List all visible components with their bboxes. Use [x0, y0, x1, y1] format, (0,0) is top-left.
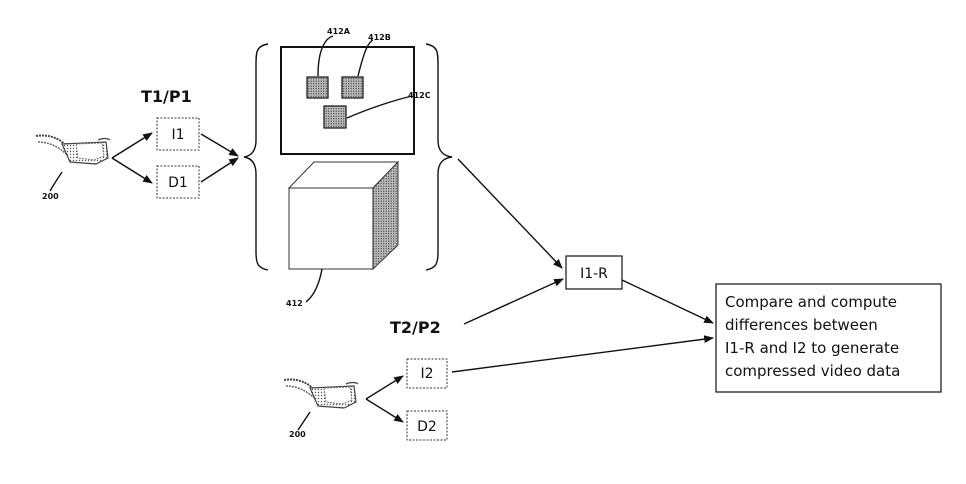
- device-label-200-bottom: 200: [289, 430, 306, 439]
- node-i2-label: I2: [420, 366, 433, 382]
- leader-200-top: [49, 171, 63, 192]
- arrow-device-to-i1: [111, 132, 153, 159]
- label-412a: 412A: [327, 27, 351, 36]
- leader-412b: [357, 39, 374, 77]
- glasses-icon-top: [35, 134, 111, 165]
- arrow-d1-to-bracket: [200, 157, 239, 183]
- node-d2-label: D2: [417, 419, 437, 435]
- node-i2: I2: [406, 358, 448, 389]
- outcome-line-1: Compare and compute: [725, 293, 897, 311]
- label-t2p2: T2/P2: [390, 318, 441, 337]
- leader-412c: [346, 95, 413, 119]
- device-label-200-top: 200: [42, 192, 59, 201]
- label-412: 412: [286, 299, 303, 308]
- region-412c: [323, 105, 347, 129]
- label-412c: 412C: [408, 91, 431, 100]
- leader-200-bottom: [297, 411, 311, 431]
- outcome-line-4: compressed video data: [725, 362, 900, 380]
- leader-412a: [317, 35, 334, 77]
- outcome-box: Compare and compute differences between …: [715, 283, 942, 393]
- image-frame: [280, 46, 415, 155]
- region-412b: [341, 76, 364, 99]
- outcome-line-3: I1-R and I2 to generate: [725, 339, 899, 357]
- arrow-i1-to-bracket: [200, 133, 239, 157]
- node-d1-label: D1: [168, 175, 188, 191]
- leader-412: [305, 268, 323, 303]
- node-i1r: I1-R: [565, 255, 623, 290]
- outcome-line-2: differences between: [725, 316, 878, 334]
- node-d1: D1: [156, 165, 200, 199]
- arrow-device-to-d2: [365, 398, 404, 423]
- arrow-i1r-to-outcome: [621, 279, 714, 324]
- node-i1r-label: I1-R: [580, 266, 608, 282]
- label-t1p1: T1/P1: [141, 87, 192, 106]
- bracket-left: [243, 43, 269, 271]
- region-412a: [306, 76, 329, 99]
- arrow-device-to-i2: [365, 375, 404, 400]
- arrow-t2p2-to-i1r: [463, 278, 564, 325]
- arrow-bracket-to-i1r: [457, 158, 563, 269]
- label-412b: 412B: [368, 33, 391, 42]
- node-i1: I1: [156, 117, 200, 151]
- node-d2: D2: [406, 410, 448, 441]
- depth-cube: [287, 160, 400, 271]
- node-i1-label: I1: [171, 127, 184, 143]
- glasses-icon-bottom: [283, 378, 359, 409]
- bracket-right: [425, 43, 453, 271]
- arrow-device-to-d1: [111, 157, 153, 184]
- arrow-i2-to-outcome: [451, 335, 714, 373]
